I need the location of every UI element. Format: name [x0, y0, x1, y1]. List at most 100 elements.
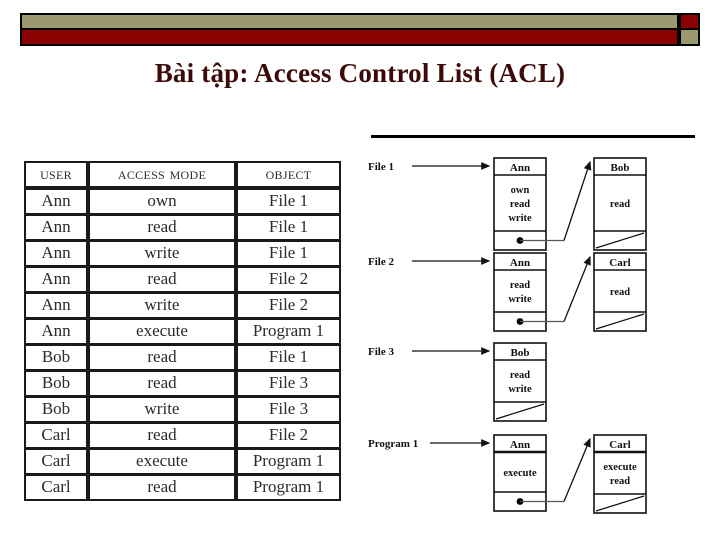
chain-row-label: File 1	[368, 161, 394, 173]
acl-node-permission: read	[610, 287, 630, 298]
acl-node: Bob read write	[493, 342, 547, 422]
acl-node-box	[493, 157, 547, 251]
cell-object: File 1	[236, 241, 341, 267]
cell-object: File 3	[236, 371, 341, 397]
acl-node-name: Carl	[609, 257, 630, 269]
cell-object: File 2	[236, 267, 341, 293]
cell-access-mode: write	[88, 293, 236, 319]
acl-next-pointer-arrow	[563, 437, 591, 502]
chain-row-label: File 2	[368, 256, 394, 268]
cell-user: Bob	[24, 397, 88, 423]
cell-access-mode: execute	[88, 449, 236, 475]
banner-maroon-square	[679, 13, 700, 30]
banner-maroon-bar	[20, 30, 679, 46]
acl-node-permission: read	[510, 280, 530, 291]
acl-node-permission: read	[510, 199, 530, 210]
acl-node-permission: write	[508, 213, 532, 224]
cell-access-mode: execute	[88, 319, 236, 345]
column-header-user: User	[24, 161, 88, 188]
cell-access-mode: write	[88, 397, 236, 423]
banner-olive-square	[679, 30, 700, 46]
cell-access-mode: read	[88, 423, 236, 449]
acl-node-permission: read	[610, 199, 630, 210]
cell-object: File 3	[236, 397, 341, 423]
cell-user: Carl	[24, 423, 88, 449]
acl-null-pointer-slash	[595, 232, 645, 249]
cell-user: Bob	[24, 371, 88, 397]
table-header-row: User Access mode Object	[24, 161, 341, 188]
acl-node-permission: write	[508, 294, 532, 305]
cell-user: Ann	[24, 319, 88, 345]
acl-null-pointer-slash	[595, 495, 645, 512]
acl-node: Carl execute read	[593, 434, 647, 514]
acl-node-name: Carl	[609, 439, 630, 451]
acl-node-permission: read	[510, 370, 530, 381]
column-header-access-mode: Access mode	[88, 161, 236, 188]
diagram-divider-rule	[371, 135, 695, 138]
acl-node-name: Ann	[510, 439, 530, 451]
cell-access-mode: read	[88, 267, 236, 293]
acl-node-name: Bob	[611, 162, 630, 174]
cell-user: Carl	[24, 449, 88, 475]
acl-node: Bob read	[593, 157, 647, 251]
cell-object: File 1	[236, 345, 341, 371]
cell-user: Ann	[24, 215, 88, 241]
cell-object: File 1	[236, 215, 341, 241]
acl-chain-row: File 1 Ann own read write Bob read	[368, 157, 647, 251]
acl-node-permission: execute	[603, 462, 637, 473]
acl-node-permission: read	[610, 476, 630, 487]
cell-access-mode: write	[88, 241, 236, 267]
page-title: Bài tập: Access Control List (ACL)	[154, 58, 566, 88]
acl-next-pointer-arrow	[563, 255, 591, 322]
cell-object: Program 1	[236, 319, 341, 345]
acl-node-name: Ann	[510, 162, 530, 174]
cell-access-mode: read	[88, 215, 236, 241]
cell-access-mode: read	[88, 371, 236, 397]
acl-null-pointer-slash	[595, 313, 645, 330]
column-header-object: Object	[236, 161, 341, 188]
cell-user: Bob	[24, 345, 88, 371]
acl-node: Carl read	[593, 252, 647, 332]
cell-object: Program 1	[236, 449, 341, 475]
acl-node: Ann own read write	[493, 157, 592, 251]
cell-user: Ann	[24, 293, 88, 319]
cell-object: File 2	[236, 423, 341, 449]
acl-node-box	[493, 252, 547, 332]
cell-object: File 1	[236, 188, 341, 215]
banner-olive-bar	[20, 13, 679, 30]
acl-node-permission: own	[511, 185, 530, 196]
acl-node-permission: write	[508, 384, 532, 395]
cell-access-mode: read	[88, 475, 236, 501]
cell-access-mode: read	[88, 345, 236, 371]
cell-object: File 2	[236, 293, 341, 319]
acl-node-box	[593, 434, 647, 514]
acl-next-pointer-arrow	[563, 160, 592, 241]
cell-object: Program 1	[236, 475, 341, 501]
acl-node-name: Bob	[511, 347, 530, 359]
acl-node-box	[593, 252, 647, 332]
cell-user: Ann	[24, 241, 88, 267]
cell-access-mode: own	[88, 188, 236, 215]
cell-user: Carl	[24, 475, 88, 501]
slide-banner	[20, 13, 700, 48]
acl-node-permission: execute	[503, 468, 537, 479]
acl-node: Ann execute	[493, 434, 591, 512]
acl-null-pointer-slash	[495, 403, 545, 420]
